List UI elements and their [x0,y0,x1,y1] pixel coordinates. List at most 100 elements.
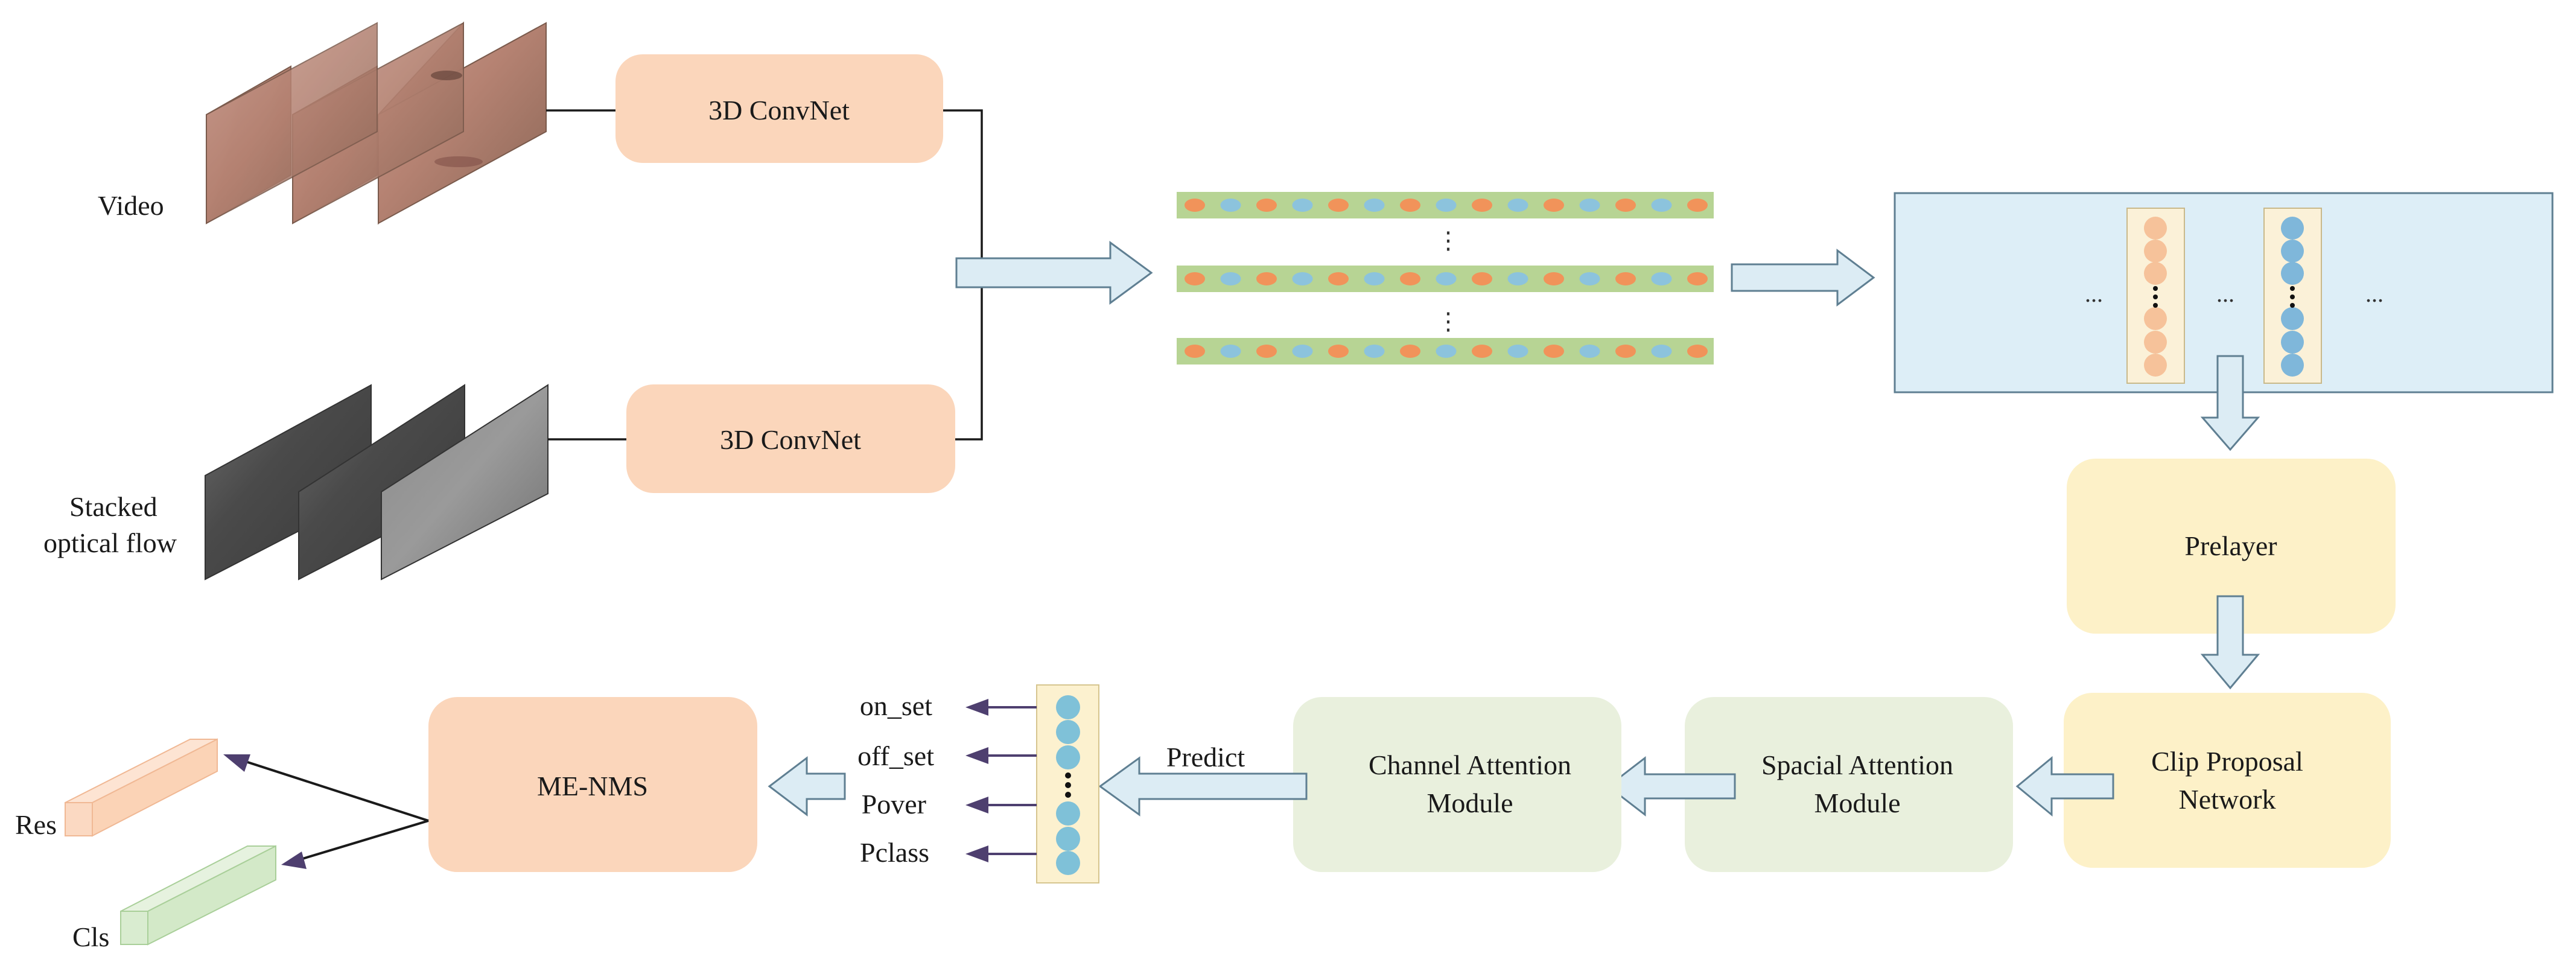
res-block [65,738,218,837]
arrow-to-res-head [223,754,250,772]
feature-cell [1185,199,1205,212]
arrow-to-features [955,241,1153,305]
feature-cell [1472,345,1492,358]
channel-label-line1: Channel Attention [1369,750,1571,780]
feature-cell [1364,272,1385,285]
feature-cell [1687,272,1708,285]
feature-cell [1256,345,1277,358]
feature-cell [1472,199,1492,212]
feature-cell [1579,345,1600,358]
panel-circle-orange [2144,217,2167,240]
arrow-prelayer-to-clip [2200,595,2260,690]
prediction-circle [1056,695,1080,719]
flow-label-line2: optical flow [43,527,177,558]
feature-cell [1400,272,1420,285]
prelayer-label: Prelayer [2184,530,2277,561]
panel-circles [2144,217,2304,377]
arrow-to-panel [1731,249,1875,307]
feature-cell [1544,272,1564,285]
feature-cell [1328,345,1349,358]
panel-ellipsis-left: ... [2085,280,2103,307]
prediction-dot [1065,792,1071,798]
video-frames [206,21,547,225]
menms-box: ME-NMS [428,697,757,872]
panel-ellipsis-right: ... [2365,280,2384,307]
feature-cell [1436,199,1457,212]
convnet-bottom-box: 3D ConvNet [626,384,955,493]
panel-circle-blue [2281,331,2304,354]
feature-cell [1256,272,1277,285]
arrow-to-menms [768,756,846,817]
prediction-circles [1056,695,1080,875]
arrow-off-set-head [965,747,988,764]
feature-cell [1292,345,1313,358]
feature-cell [1615,199,1636,212]
feature-cell [1507,199,1528,212]
feature-cell [1436,345,1457,358]
video-frame-1b [206,22,378,224]
arrow-pover-head [965,797,988,813]
panel-circle-blue [2281,217,2304,240]
panel-dot [2290,303,2295,308]
panel-circle-blue [2281,307,2304,330]
output-off-set: off_set [857,740,934,771]
prediction-circle [1056,827,1080,851]
feature-cell [1651,199,1672,212]
panel-dot [2153,294,2158,299]
panel-ellipsis-mid: ... [2216,280,2234,307]
convnet-top-box: 3D ConvNet [615,54,943,163]
spacial-label-line2: Module [1814,788,1900,818]
clip-label-line2: Network [2179,784,2276,815]
convnet-bottom-label: 3D ConvNet [720,424,861,455]
feature-vdots-1: ⋮ [1436,227,1460,254]
panel-dot [2153,303,2158,308]
feature-cell [1436,272,1457,285]
arrow-channel-to-predict [1098,756,1308,817]
feature-cell [1256,199,1277,212]
arrow-panel-to-prelayer [2200,355,2260,451]
arrow-to-res [236,757,429,822]
arrow-clip-to-spacial [2015,756,2114,817]
feature-cell [1292,199,1313,212]
panel-dot [2290,286,2295,291]
arrow-to-cls [294,820,429,862]
feature-cell [1651,345,1672,358]
feature-cell [1687,199,1708,212]
face-eye [431,71,462,80]
feature-bands [1177,192,1714,365]
menms-output-arrows [223,754,429,869]
face-mouth [434,156,483,167]
prediction-dot [1065,782,1071,788]
panel-circle-orange [2144,262,2167,285]
spacial-attention-box: Spacial Attention Module [1685,697,2013,872]
convnet-top-label: 3D ConvNet [708,95,850,126]
prediction-circle [1056,851,1080,875]
arrow-pclass-head [965,845,988,862]
feature-cell [1185,272,1205,285]
feature-cell [1328,199,1349,212]
channel-attention-box: Channel Attention Module [1293,697,1621,872]
panel-circle-orange [2144,354,2167,377]
flow-label-line1: Stacked [69,491,157,522]
menms-label: ME-NMS [537,771,648,801]
arrow-to-cls-head [281,852,307,869]
cls-block [120,845,276,946]
feature-cell [1507,345,1528,358]
prediction-circle [1056,801,1080,826]
feature-cell [1651,272,1672,285]
feature-cell [1579,199,1600,212]
res-label: Res [15,809,57,840]
feature-cell [1220,199,1241,212]
feature-cell [1292,272,1313,285]
feature-cell [1400,345,1420,358]
flow-frames [205,384,549,581]
feature-cell [1328,272,1349,285]
panel-circle-orange [2144,307,2167,330]
panel-circle-orange [2144,240,2167,263]
panel-circle-blue [2281,240,2304,263]
channel-label-line2: Module [1426,788,1513,818]
arrow-on-set-head [965,699,988,716]
clip-label-line1: Clip Proposal [2151,746,2303,777]
feature-cell [1687,345,1708,358]
